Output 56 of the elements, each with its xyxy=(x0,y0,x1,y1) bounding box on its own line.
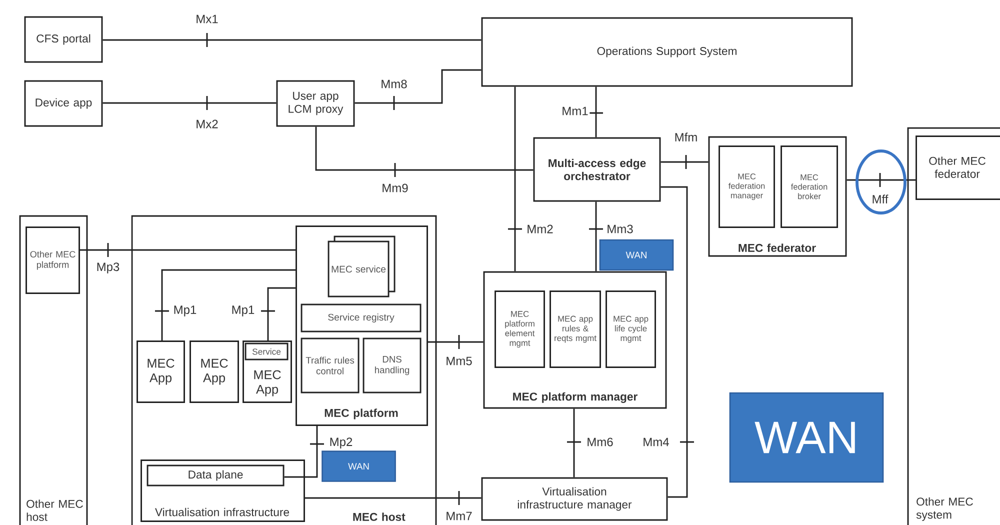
interface-line xyxy=(660,186,695,498)
interface-line xyxy=(588,86,604,138)
component-box: MEC app life cycle mgmt xyxy=(606,290,656,368)
component-box: Service registry xyxy=(300,304,422,332)
component-box: MEC federation manager xyxy=(718,146,775,228)
interface-line xyxy=(660,154,709,170)
component-box: MEC federation broker xyxy=(780,146,838,228)
interface-label: Mp2 xyxy=(328,436,354,450)
component-box: Service xyxy=(244,342,288,360)
interface-line xyxy=(284,425,325,478)
interface-label: Mm8 xyxy=(379,78,409,90)
interface-label: Mm9 xyxy=(380,182,410,194)
interface-label: Mp1 xyxy=(230,304,256,318)
interface-label: Mm5 xyxy=(444,355,474,367)
component-box: Operations Support System xyxy=(481,17,853,87)
interface-line xyxy=(427,334,484,350)
interface-label: Mx1 xyxy=(194,14,220,24)
interface-line xyxy=(154,269,296,342)
wan-box: WAN xyxy=(599,239,674,271)
component-box: MEC app rules & reqts mgmt xyxy=(550,290,601,368)
component-box: DNS handling xyxy=(362,338,422,394)
interface-line xyxy=(566,408,582,478)
component-box: Other MEC federator xyxy=(916,136,1000,200)
component-box: Device app xyxy=(24,80,103,127)
service-stack: MEC service xyxy=(328,236,396,298)
component-box: Other MEC platform xyxy=(26,226,80,294)
interface-line xyxy=(507,86,523,272)
wan-box: WAN xyxy=(322,450,396,482)
interface-label: Mff xyxy=(870,193,890,205)
component-box: MEC platform element mgmt xyxy=(494,290,545,368)
interface-label: Mm3 xyxy=(605,223,635,235)
component-box: MEC App xyxy=(136,340,185,403)
interface-line xyxy=(315,126,534,178)
component-box: Virtualisation infrastructure manager xyxy=(481,477,668,521)
component-box: Data plane xyxy=(146,464,284,486)
interface-label: Mm2 xyxy=(525,223,555,235)
interface-line xyxy=(102,32,482,48)
interface-label: Mfm xyxy=(673,131,699,143)
interface-label: Mx2 xyxy=(194,118,220,130)
component-box: CFS portal xyxy=(24,16,103,63)
interface-line xyxy=(79,242,296,258)
interface-line xyxy=(260,287,296,342)
interface-label: Mp3 xyxy=(95,261,121,275)
component-box: Traffic rules control xyxy=(300,338,360,394)
interface-line xyxy=(304,490,482,506)
component-box: Multi-access edge orchestrator xyxy=(533,137,661,202)
interface-label: Mm1 xyxy=(560,106,590,116)
interface-line xyxy=(588,201,604,272)
interface-line xyxy=(354,69,482,111)
interface-label: Mm4 xyxy=(641,436,671,448)
component-box: MEC App xyxy=(190,340,239,403)
component-box: User app LCM proxy xyxy=(276,80,355,127)
interface-label: Mm6 xyxy=(585,436,615,448)
interface-label: Mm7 xyxy=(444,510,474,522)
interface-line xyxy=(102,95,277,111)
wan-box: WAN xyxy=(729,392,884,483)
